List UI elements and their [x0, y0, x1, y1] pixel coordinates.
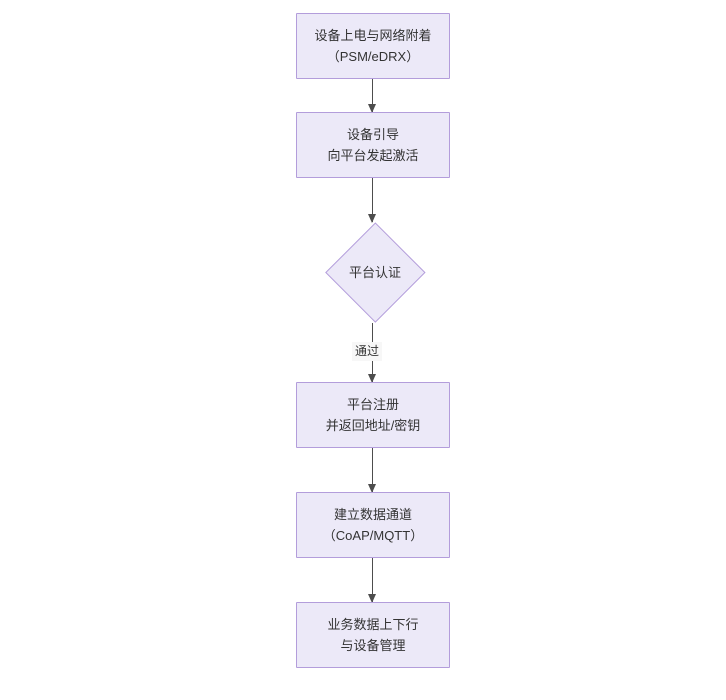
flow-node-line: 平台认证 [348, 264, 401, 280]
flow-node-line: 并返回地址/密钥 [325, 418, 421, 433]
flow-node-line: 向平台发起激活 [327, 148, 419, 163]
flow-node-platform-authentication[interactable]: 平台认证 [324, 221, 425, 322]
flow-node-business-data-and-device-management[interactable]: 业务数据上下行 与设备管理 [296, 602, 450, 668]
flow-node-line: 平台注册 [346, 397, 399, 412]
arrow-head-icon [368, 484, 376, 493]
flow-node-line: （CoAP/MQTT） [322, 528, 424, 543]
flow-node-device-bootstrap[interactable]: 设备引导 向平台发起激活 [296, 112, 450, 178]
arrow-head-icon [368, 214, 376, 223]
flow-node-device-power-on[interactable]: 设备上电与网络附着 （PSM/eDRX） [296, 13, 450, 79]
flow-node-line: 业务数据上下行 [327, 617, 419, 632]
flow-edge-power-to-boot [368, 79, 376, 113]
arrow-head-icon [368, 104, 376, 113]
flow-edge-register-to-channel [368, 448, 376, 493]
arrow-head-icon [368, 594, 376, 603]
flow-edge-boot-to-auth [368, 178, 376, 223]
flow-node-establish-data-channel[interactable]: 建立数据通道 （CoAP/MQTT） [296, 492, 450, 558]
flow-node-line: （PSM/eDRX） [326, 49, 420, 64]
flow-node-line: 设备引导 [346, 127, 399, 142]
arrow-head-icon [368, 374, 376, 383]
flow-edge-label-pass: 通过 [352, 342, 383, 361]
flow-node-line: 与设备管理 [340, 638, 406, 653]
flow-node-line: 设备上电与网络附着 [314, 28, 432, 43]
flow-node-platform-registration[interactable]: 平台注册 并返回地址/密钥 [296, 382, 450, 448]
flow-edge-channel-to-business [368, 558, 376, 603]
flow-node-line: 建立数据通道 [333, 507, 412, 522]
